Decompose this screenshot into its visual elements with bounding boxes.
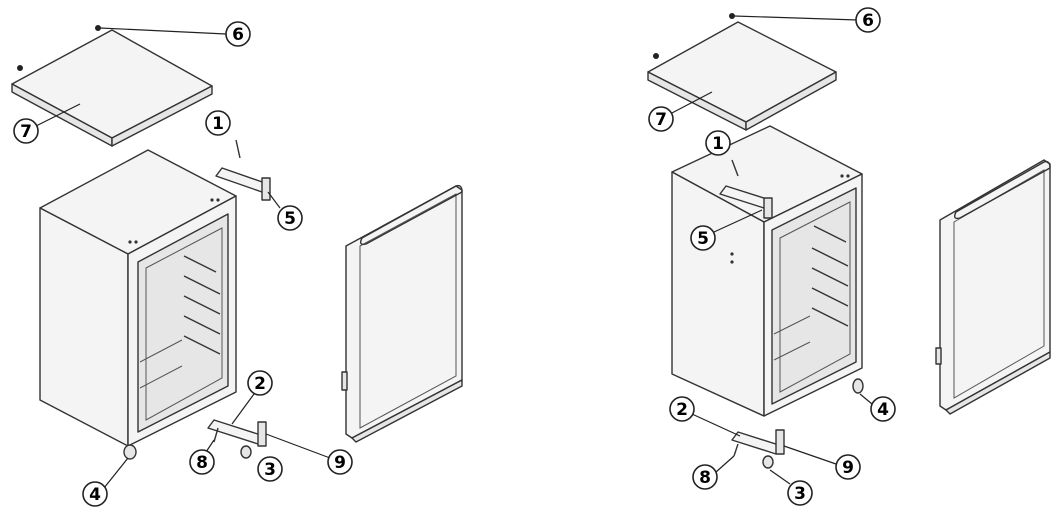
left-callout-9: 9 <box>334 453 346 473</box>
right-door <box>935 159 1051 415</box>
right-callouts: 6 7 1 5 4 2 8 9 3 <box>648 7 896 506</box>
left-callout-1: 1 <box>212 114 224 134</box>
right-callout-9-circle <box>835 454 861 480</box>
left-assembly: 6 7 1 5 2 8 3 9 4 <box>11 21 463 507</box>
left-screw-6a <box>95 25 101 31</box>
left-cabinet <box>39 149 237 447</box>
left-callout-6-circle <box>225 21 251 47</box>
left-callout-8-circle <box>189 449 215 475</box>
right-top-lid <box>647 13 837 131</box>
right-cabinet <box>671 125 863 417</box>
left-callout-3-circle <box>257 456 283 482</box>
right-callout-2: 2 <box>676 400 688 420</box>
left-callout-9-circle <box>327 449 353 475</box>
left-callout-3: 3 <box>264 460 276 480</box>
right-callout-6-circle <box>855 7 881 33</box>
left-upper-hinge <box>215 139 271 201</box>
right-callout-5: 5 <box>697 229 709 249</box>
right-callout-7-circle <box>648 106 674 132</box>
left-callout-1-circle <box>205 110 231 136</box>
left-callout-8: 8 <box>196 453 208 473</box>
right-upper-hinge <box>719 159 773 219</box>
right-callout-4-circle <box>870 396 896 422</box>
right-callout-9: 9 <box>842 458 854 478</box>
left-callout-7: 7 <box>20 122 32 142</box>
left-callout-5: 5 <box>284 209 296 229</box>
left-callout-4: 4 <box>89 485 101 505</box>
right-callout-1-circle <box>705 130 731 156</box>
right-callout-2-circle <box>669 396 695 422</box>
left-screw-6b <box>17 65 23 71</box>
left-callout-2-circle <box>247 370 273 396</box>
right-callout-3-circle <box>787 480 813 506</box>
right-assembly: 6 7 1 5 4 2 8 9 3 <box>647 7 1051 506</box>
right-callout-7: 7 <box>655 110 667 130</box>
left-door <box>341 184 463 443</box>
right-callout-8: 8 <box>699 468 711 488</box>
left-callout-2: 2 <box>254 374 266 394</box>
left-lower-hinge <box>207 419 267 459</box>
left-callout-5-circle <box>277 205 303 231</box>
left-foot <box>123 444 137 460</box>
left-callout-6: 6 <box>232 25 244 45</box>
right-callout-4: 4 <box>877 400 889 420</box>
left-callout-4-circle <box>82 481 108 507</box>
left-callout-7-circle <box>13 118 39 144</box>
right-callout-5-circle <box>690 225 716 251</box>
right-callout-8-circle <box>692 464 718 490</box>
right-callout-3: 3 <box>794 484 806 504</box>
left-top-lid <box>11 25 213 147</box>
right-foot <box>852 378 864 394</box>
right-lower-hinge <box>731 429 785 469</box>
left-callouts: 6 7 1 5 2 8 3 9 4 <box>13 21 353 507</box>
right-callout-1: 1 <box>712 134 724 154</box>
right-callout-6: 6 <box>862 11 874 31</box>
